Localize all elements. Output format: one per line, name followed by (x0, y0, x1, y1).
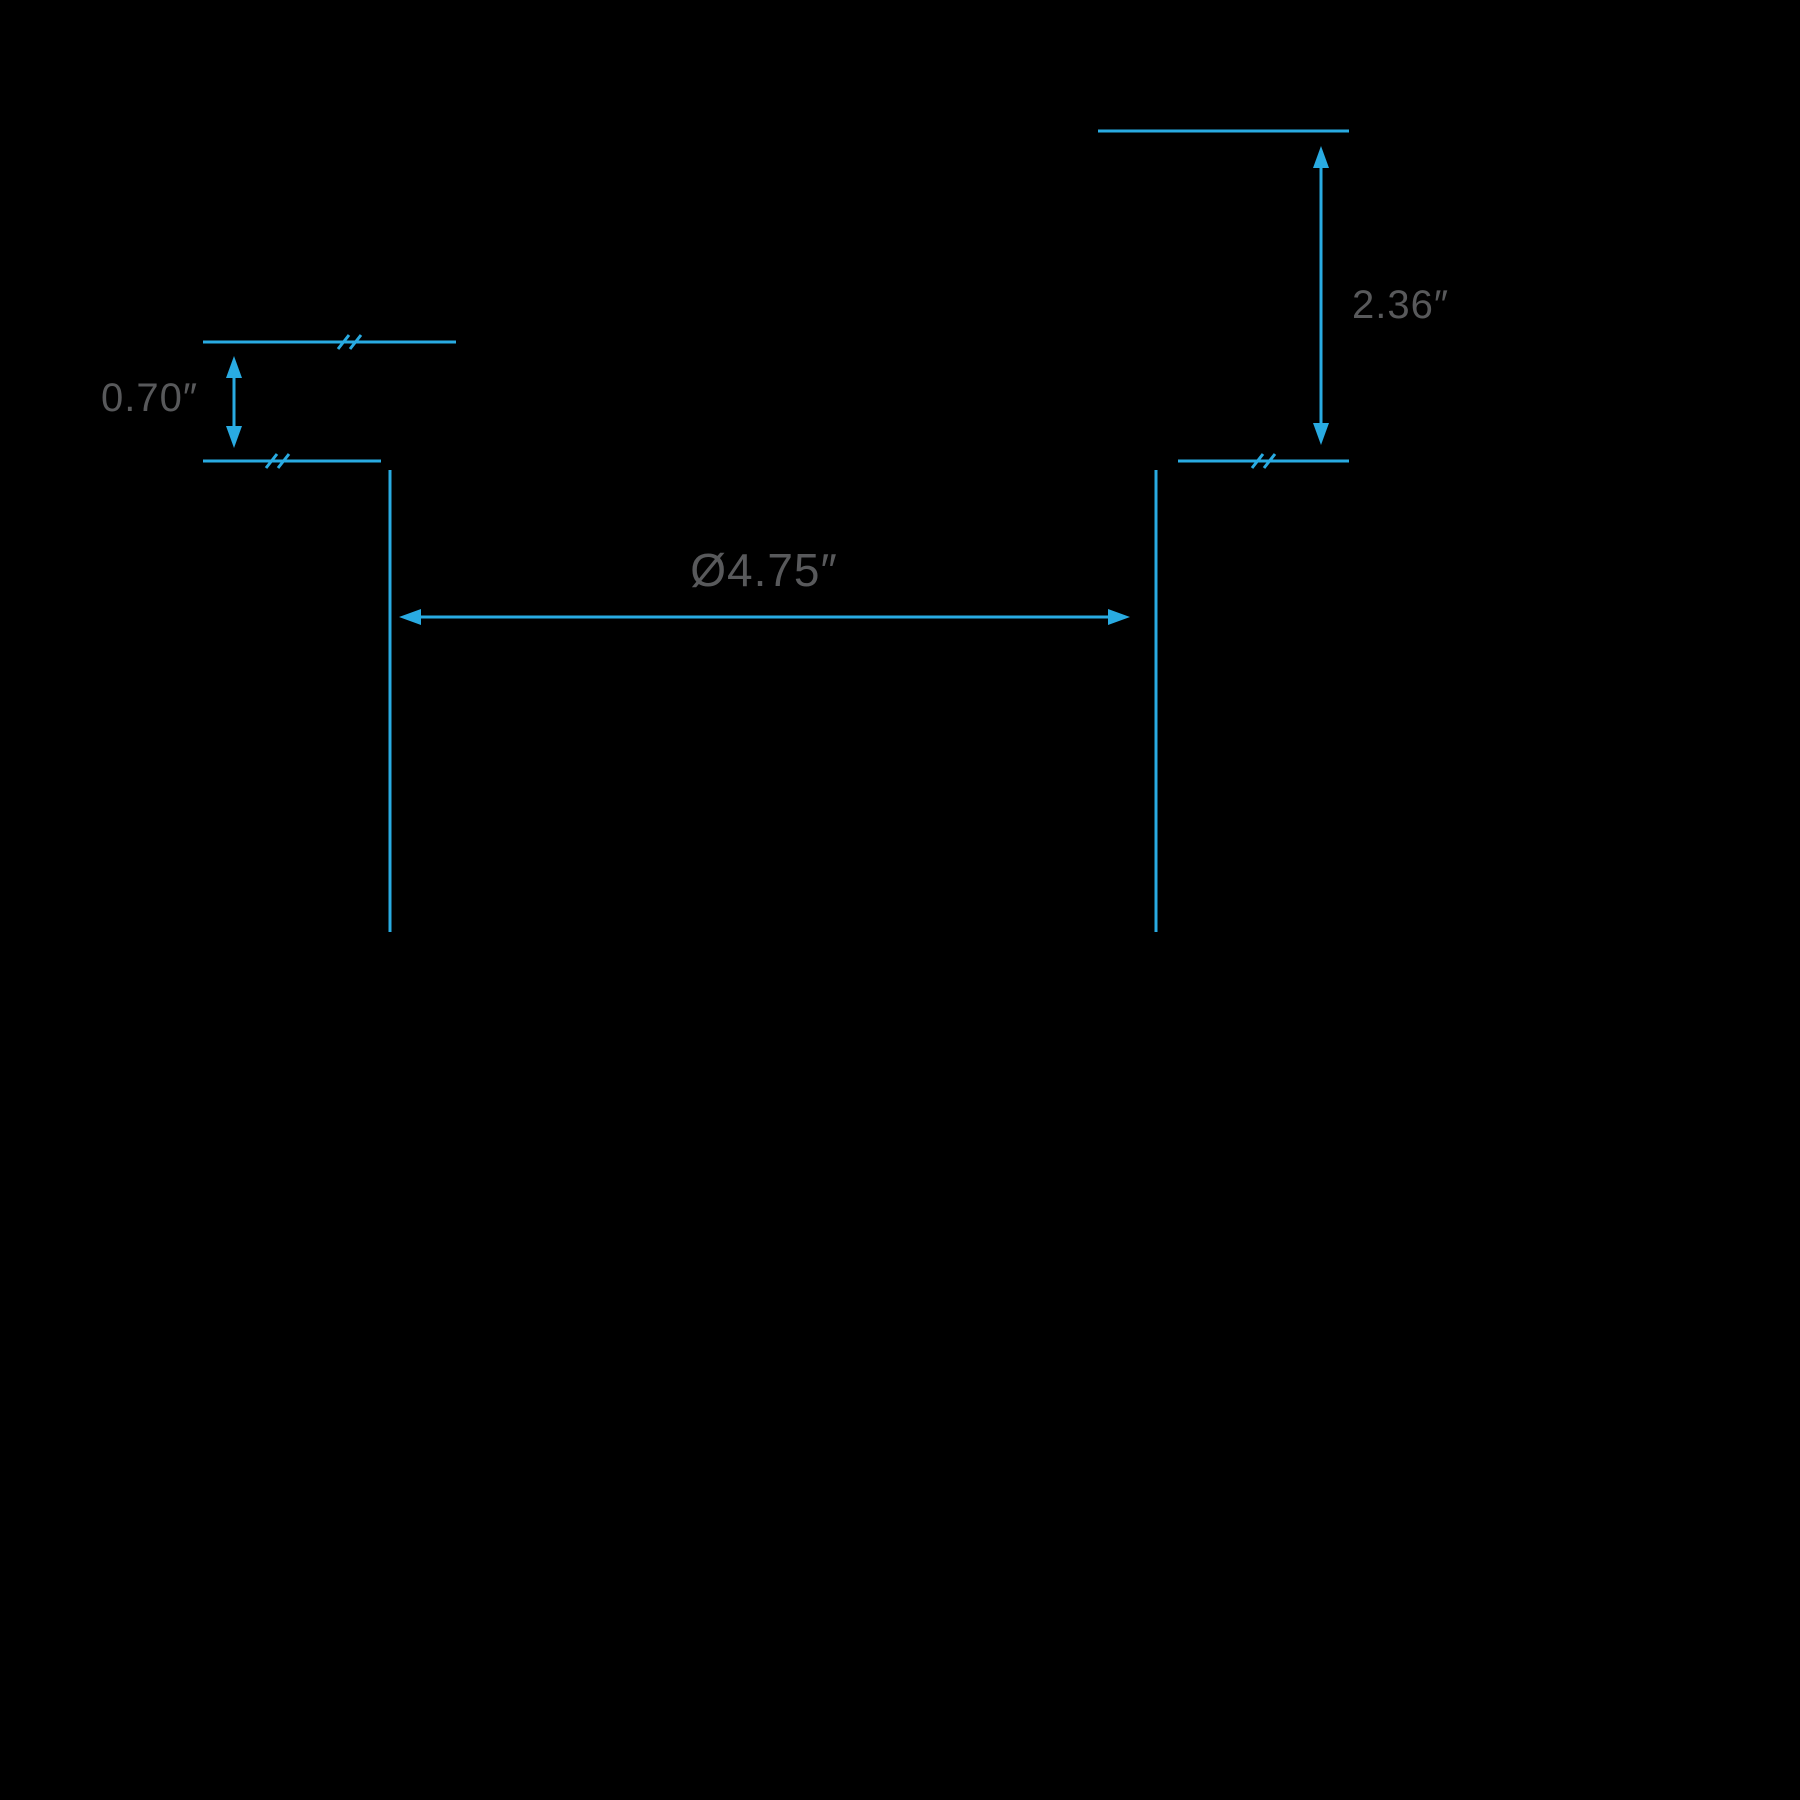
flange-arrowhead-up-icon (226, 356, 242, 378)
cutout-arrowhead-left-icon (399, 609, 421, 625)
break-tick (1262, 453, 1277, 469)
flange-arrowhead-down-icon (226, 426, 242, 448)
break-tick (336, 334, 351, 350)
break-tick (264, 453, 279, 469)
depth-dimension-label: 2.36″ (1352, 283, 1449, 327)
depth-arrowhead-down-icon (1313, 423, 1329, 445)
cutout-dimension-label: Ø4.75″ (690, 544, 838, 596)
cutout-arrowhead-right-icon (1108, 609, 1130, 625)
depth-arrowhead-up-icon (1313, 146, 1329, 168)
break-tick (348, 334, 363, 350)
break-tick (1250, 453, 1265, 469)
flange-dimension-label: 0.70″ (101, 376, 198, 420)
break-tick (276, 453, 291, 469)
